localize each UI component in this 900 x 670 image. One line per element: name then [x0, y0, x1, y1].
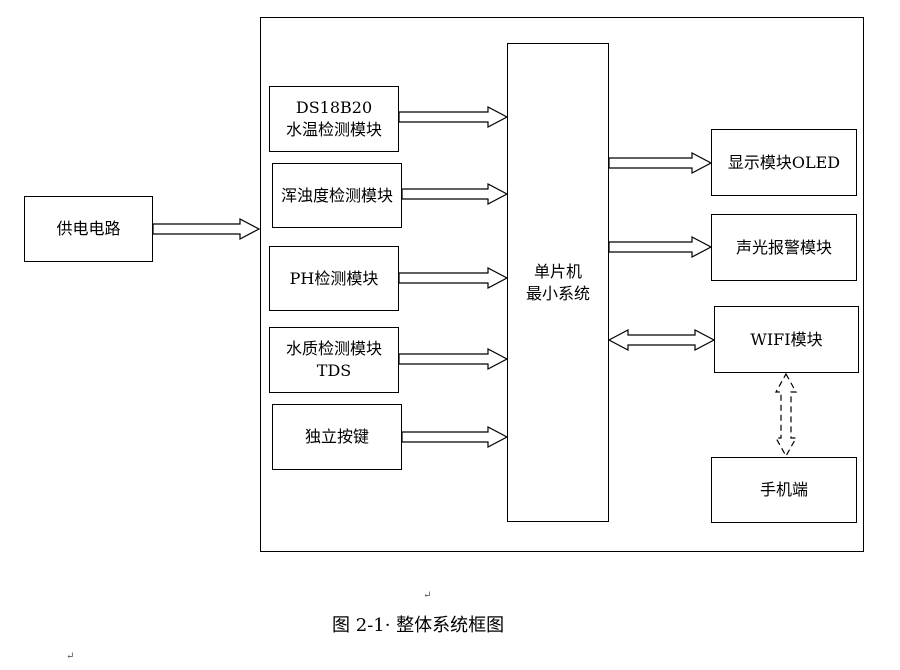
figure-caption: 图 2-1· 整体系统框图: [332, 615, 505, 636]
mcu-line2: 最小系统: [525, 283, 590, 303]
arrow-wifi-phone-dashed: [774, 372, 798, 458]
arrow-power-to-system: [152, 218, 261, 240]
power-supply-box: 供电电路: [24, 196, 153, 262]
arrow-tds-to-mcu: [398, 348, 509, 370]
tds-line1: 水质检测模块: [285, 339, 382, 358]
paragraph-mark-bottom: ↵: [66, 651, 75, 662]
arrow-mcu-wifi-bidirectional: [607, 329, 716, 351]
display-label: 显示模块OLED: [727, 152, 841, 172]
tds-line2: TDS: [316, 361, 352, 380]
system-frame: [260, 17, 864, 552]
alarm-label: 声光报警模块: [735, 237, 832, 257]
button-label: 独立按键: [304, 427, 369, 446]
alarm-box: 声光报警模块: [711, 214, 857, 281]
arrow-button-to-mcu: [401, 426, 509, 448]
button-box: 独立按键: [272, 404, 402, 470]
ds18b20-box: DS18B20 水温检测模块: [269, 86, 399, 152]
display-box: 显示模块OLED: [711, 129, 857, 196]
arrow-turbidity-to-mcu: [401, 183, 509, 205]
turbidity-box: 浑浊度检测模块: [272, 163, 402, 228]
ph-label: PH检测模块: [289, 268, 379, 288]
phone-box: 手机端: [711, 457, 857, 523]
arrow-ph-to-mcu: [398, 267, 509, 289]
arrow-mcu-to-alarm: [608, 236, 713, 258]
arrow-ds18b20-to-mcu: [398, 106, 509, 128]
mcu-line1: 单片机: [533, 261, 582, 281]
ds18b20-line1: DS18B20: [295, 98, 373, 117]
paragraph-mark-top: ↵: [423, 590, 432, 601]
wifi-label: WIFI模块: [750, 329, 823, 349]
phone-label: 手机端: [759, 480, 808, 499]
mcu-box: 单片机 最小系统: [507, 43, 609, 522]
wifi-box: WIFI模块: [714, 306, 859, 373]
power-supply-label: 供电电路: [56, 219, 121, 238]
ds18b20-line2: 水温检测模块: [285, 120, 382, 139]
arrow-mcu-to-display: [608, 152, 713, 174]
turbidity-label: 浑浊度检测模块: [280, 185, 393, 205]
